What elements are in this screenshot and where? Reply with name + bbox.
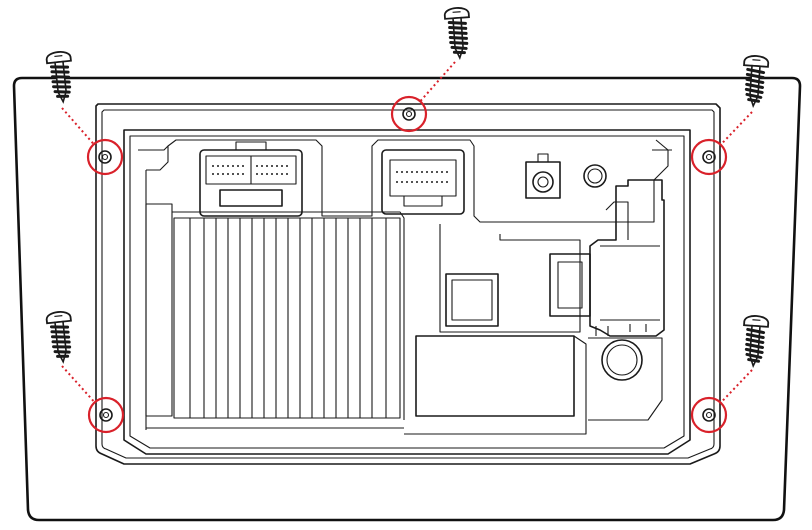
- screw-bottom-right: [739, 313, 771, 369]
- highlight-ring-bottom-right: [690, 396, 728, 434]
- mounting-holes: [98, 107, 716, 422]
- highlight-ring-top-center: [390, 95, 428, 133]
- screw-top-center: [442, 5, 474, 61]
- highlight-ring-top-left: [86, 138, 124, 176]
- label-plate: [415, 335, 575, 417]
- guide-line-top-center: [419, 61, 456, 102]
- screw-bottom-left: [44, 309, 77, 365]
- large-round-port: [601, 339, 643, 381]
- unit-housing: [123, 129, 691, 455]
- mounting-frame: [95, 103, 721, 465]
- round-port: [583, 164, 607, 188]
- outer-bezel: [12, 76, 802, 522]
- highlight-ring-bottom-left: [87, 396, 125, 434]
- secondary-connector: [381, 149, 465, 215]
- guide-line-top-right: [720, 111, 753, 146]
- screw-top-right: [739, 53, 771, 109]
- main-harness-connector: [199, 141, 303, 217]
- guide-line-top-left: [61, 107, 95, 145]
- antenna-jack: [525, 153, 561, 199]
- heat-sink: [145, 203, 405, 429]
- side-bracket: [549, 179, 665, 337]
- guide-line-bottom-right: [720, 369, 753, 404]
- guide-line-bottom-left: [61, 365, 96, 404]
- screw-guides: [61, 61, 753, 434]
- highlight-ring-top-right: [690, 138, 728, 176]
